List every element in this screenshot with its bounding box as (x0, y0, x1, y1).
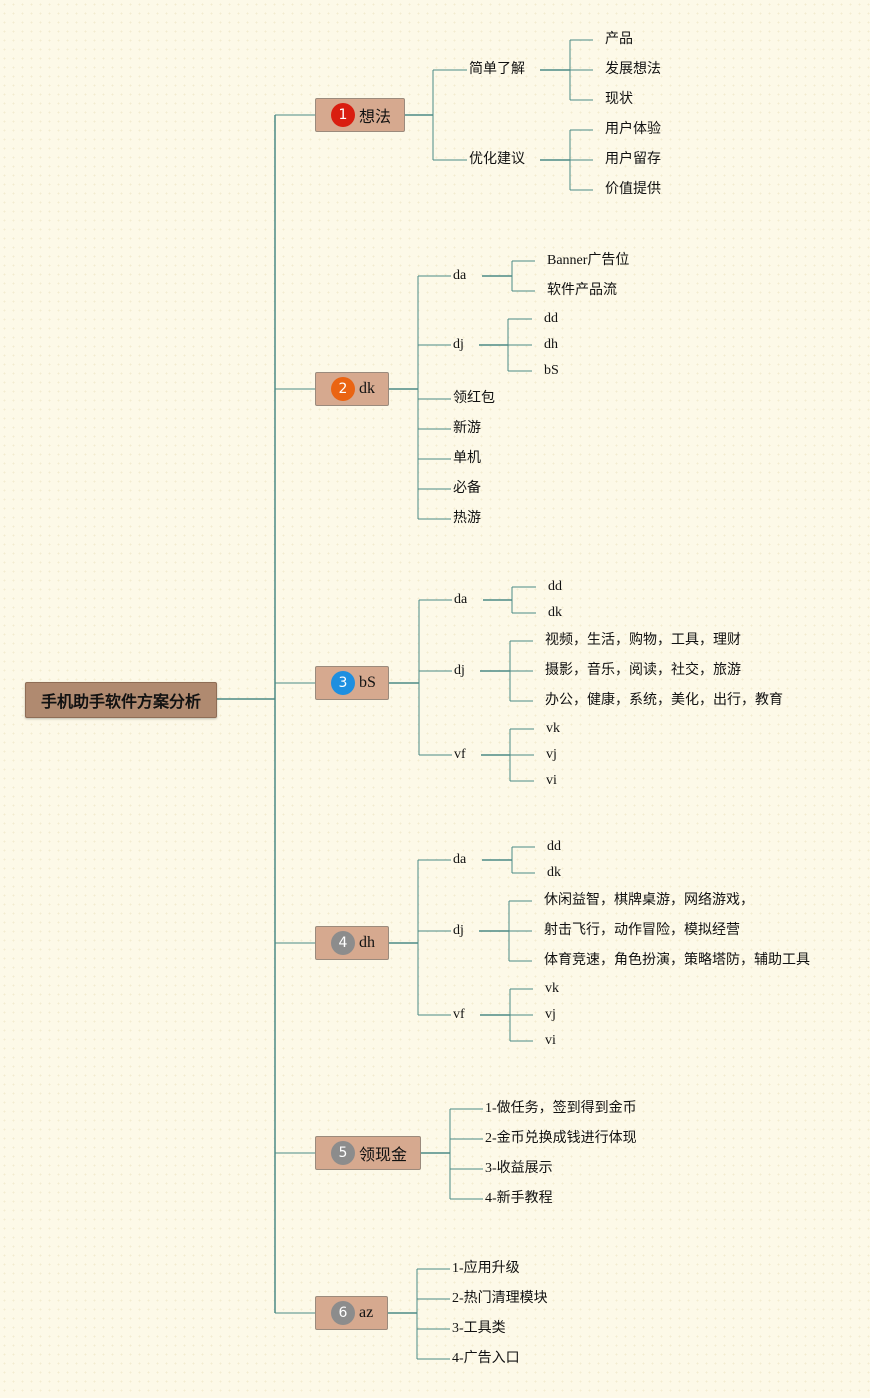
leaf-topic[interactable]: Banner广告位 (547, 253, 630, 268)
sub-topic[interactable]: da (453, 268, 467, 283)
leaf-topic[interactable]: 摄影，音乐，阅读，社交，旅游 (545, 663, 741, 678)
sub-topic[interactable]: 4-新手教程 (485, 1191, 553, 1206)
leaf-topic[interactable]: 用户体验 (605, 122, 661, 137)
leaf-topic[interactable]: 射击飞行，动作冒险，模拟经营 (544, 923, 740, 938)
sub-topic[interactable]: da (453, 852, 467, 867)
leaf-topic[interactable]: 用户留存 (605, 152, 661, 167)
sub-topic[interactable]: 2-金币兑换成钱进行体现 (485, 1131, 637, 1146)
leaf-topic[interactable]: 产品 (605, 32, 633, 47)
sub-topic[interactable]: dj (453, 337, 464, 352)
number-badge-icon: 4 (331, 931, 355, 955)
leaf-topic[interactable]: 休闲益智，棋牌桌游，网络游戏， (544, 893, 754, 908)
leaf-topic[interactable]: dd (544, 311, 558, 326)
sub-topic[interactable]: da (454, 592, 468, 607)
branch-label: dk (359, 380, 375, 397)
sub-topic[interactable]: vf (453, 1007, 465, 1022)
leaf-topic[interactable]: dd (547, 839, 561, 854)
branch-label: 想法 (359, 109, 392, 126)
sub-topic[interactable]: 3-收益展示 (485, 1161, 553, 1176)
branch-label: 领现金 (359, 1147, 408, 1164)
leaf-topic[interactable]: 价值提供 (605, 182, 661, 197)
leaf-topic[interactable]: vk (545, 981, 559, 996)
leaf-topic[interactable]: 软件产品流 (547, 283, 617, 298)
sub-topic[interactable]: 热游 (453, 511, 481, 526)
leaf-topic[interactable]: vj (546, 747, 557, 762)
branch-label: bS (359, 674, 376, 691)
leaf-topic[interactable]: 体育竞速，角色扮演，策略塔防，辅助工具 (544, 953, 810, 968)
sub-topic[interactable]: 新游 (453, 421, 481, 436)
leaf-topic[interactable]: vi (546, 773, 557, 788)
branch-label: az (359, 1304, 374, 1321)
leaf-topic[interactable]: 视频，生活，购物，工具，理财 (545, 633, 741, 648)
leaf-topic[interactable]: vk (546, 721, 560, 736)
sub-topic[interactable]: dj (453, 923, 464, 938)
sub-topic[interactable]: 单机 (453, 451, 481, 466)
leaf-topic[interactable]: dk (548, 605, 562, 620)
root-topic[interactable]: 手机助手软件方案分析 (25, 682, 217, 718)
number-badge-icon: 6 (331, 1301, 355, 1325)
number-badge-icon: 2 (331, 377, 355, 401)
leaf-topic[interactable]: bS (544, 363, 559, 378)
leaf-topic[interactable]: vj (545, 1007, 556, 1022)
sub-topic[interactable]: vf (454, 747, 466, 762)
leaf-topic[interactable]: dd (548, 579, 562, 594)
sub-topic[interactable]: 4-广告入口 (452, 1351, 520, 1366)
leaf-topic[interactable]: dk (547, 865, 561, 880)
sub-topic[interactable]: 简单了解 (469, 62, 525, 77)
sub-topic[interactable]: 领红包 (453, 391, 495, 406)
number-badge-icon: 1 (331, 103, 355, 127)
number-badge-icon: 5 (331, 1141, 355, 1165)
sub-topic[interactable]: 必备 (453, 481, 481, 496)
leaf-topic[interactable]: 办公，健康，系统，美化，出行，教育 (545, 693, 783, 708)
leaf-topic[interactable]: 发展想法 (605, 62, 661, 77)
branch-label: dh (359, 934, 375, 951)
leaf-topic[interactable]: 现状 (605, 92, 633, 107)
sub-topic[interactable]: dj (454, 663, 465, 678)
leaf-topic[interactable]: dh (544, 337, 558, 352)
sub-topic[interactable]: 1-做任务，签到得到金币 (485, 1101, 637, 1116)
sub-topic[interactable]: 3-工具类 (452, 1321, 506, 1336)
number-badge-icon: 3 (331, 671, 355, 695)
sub-topic[interactable]: 优化建议 (469, 152, 525, 167)
leaf-topic[interactable]: vi (545, 1033, 556, 1048)
sub-topic[interactable]: 1-应用升级 (452, 1261, 520, 1276)
sub-topic[interactable]: 2-热门清理模块 (452, 1291, 548, 1306)
